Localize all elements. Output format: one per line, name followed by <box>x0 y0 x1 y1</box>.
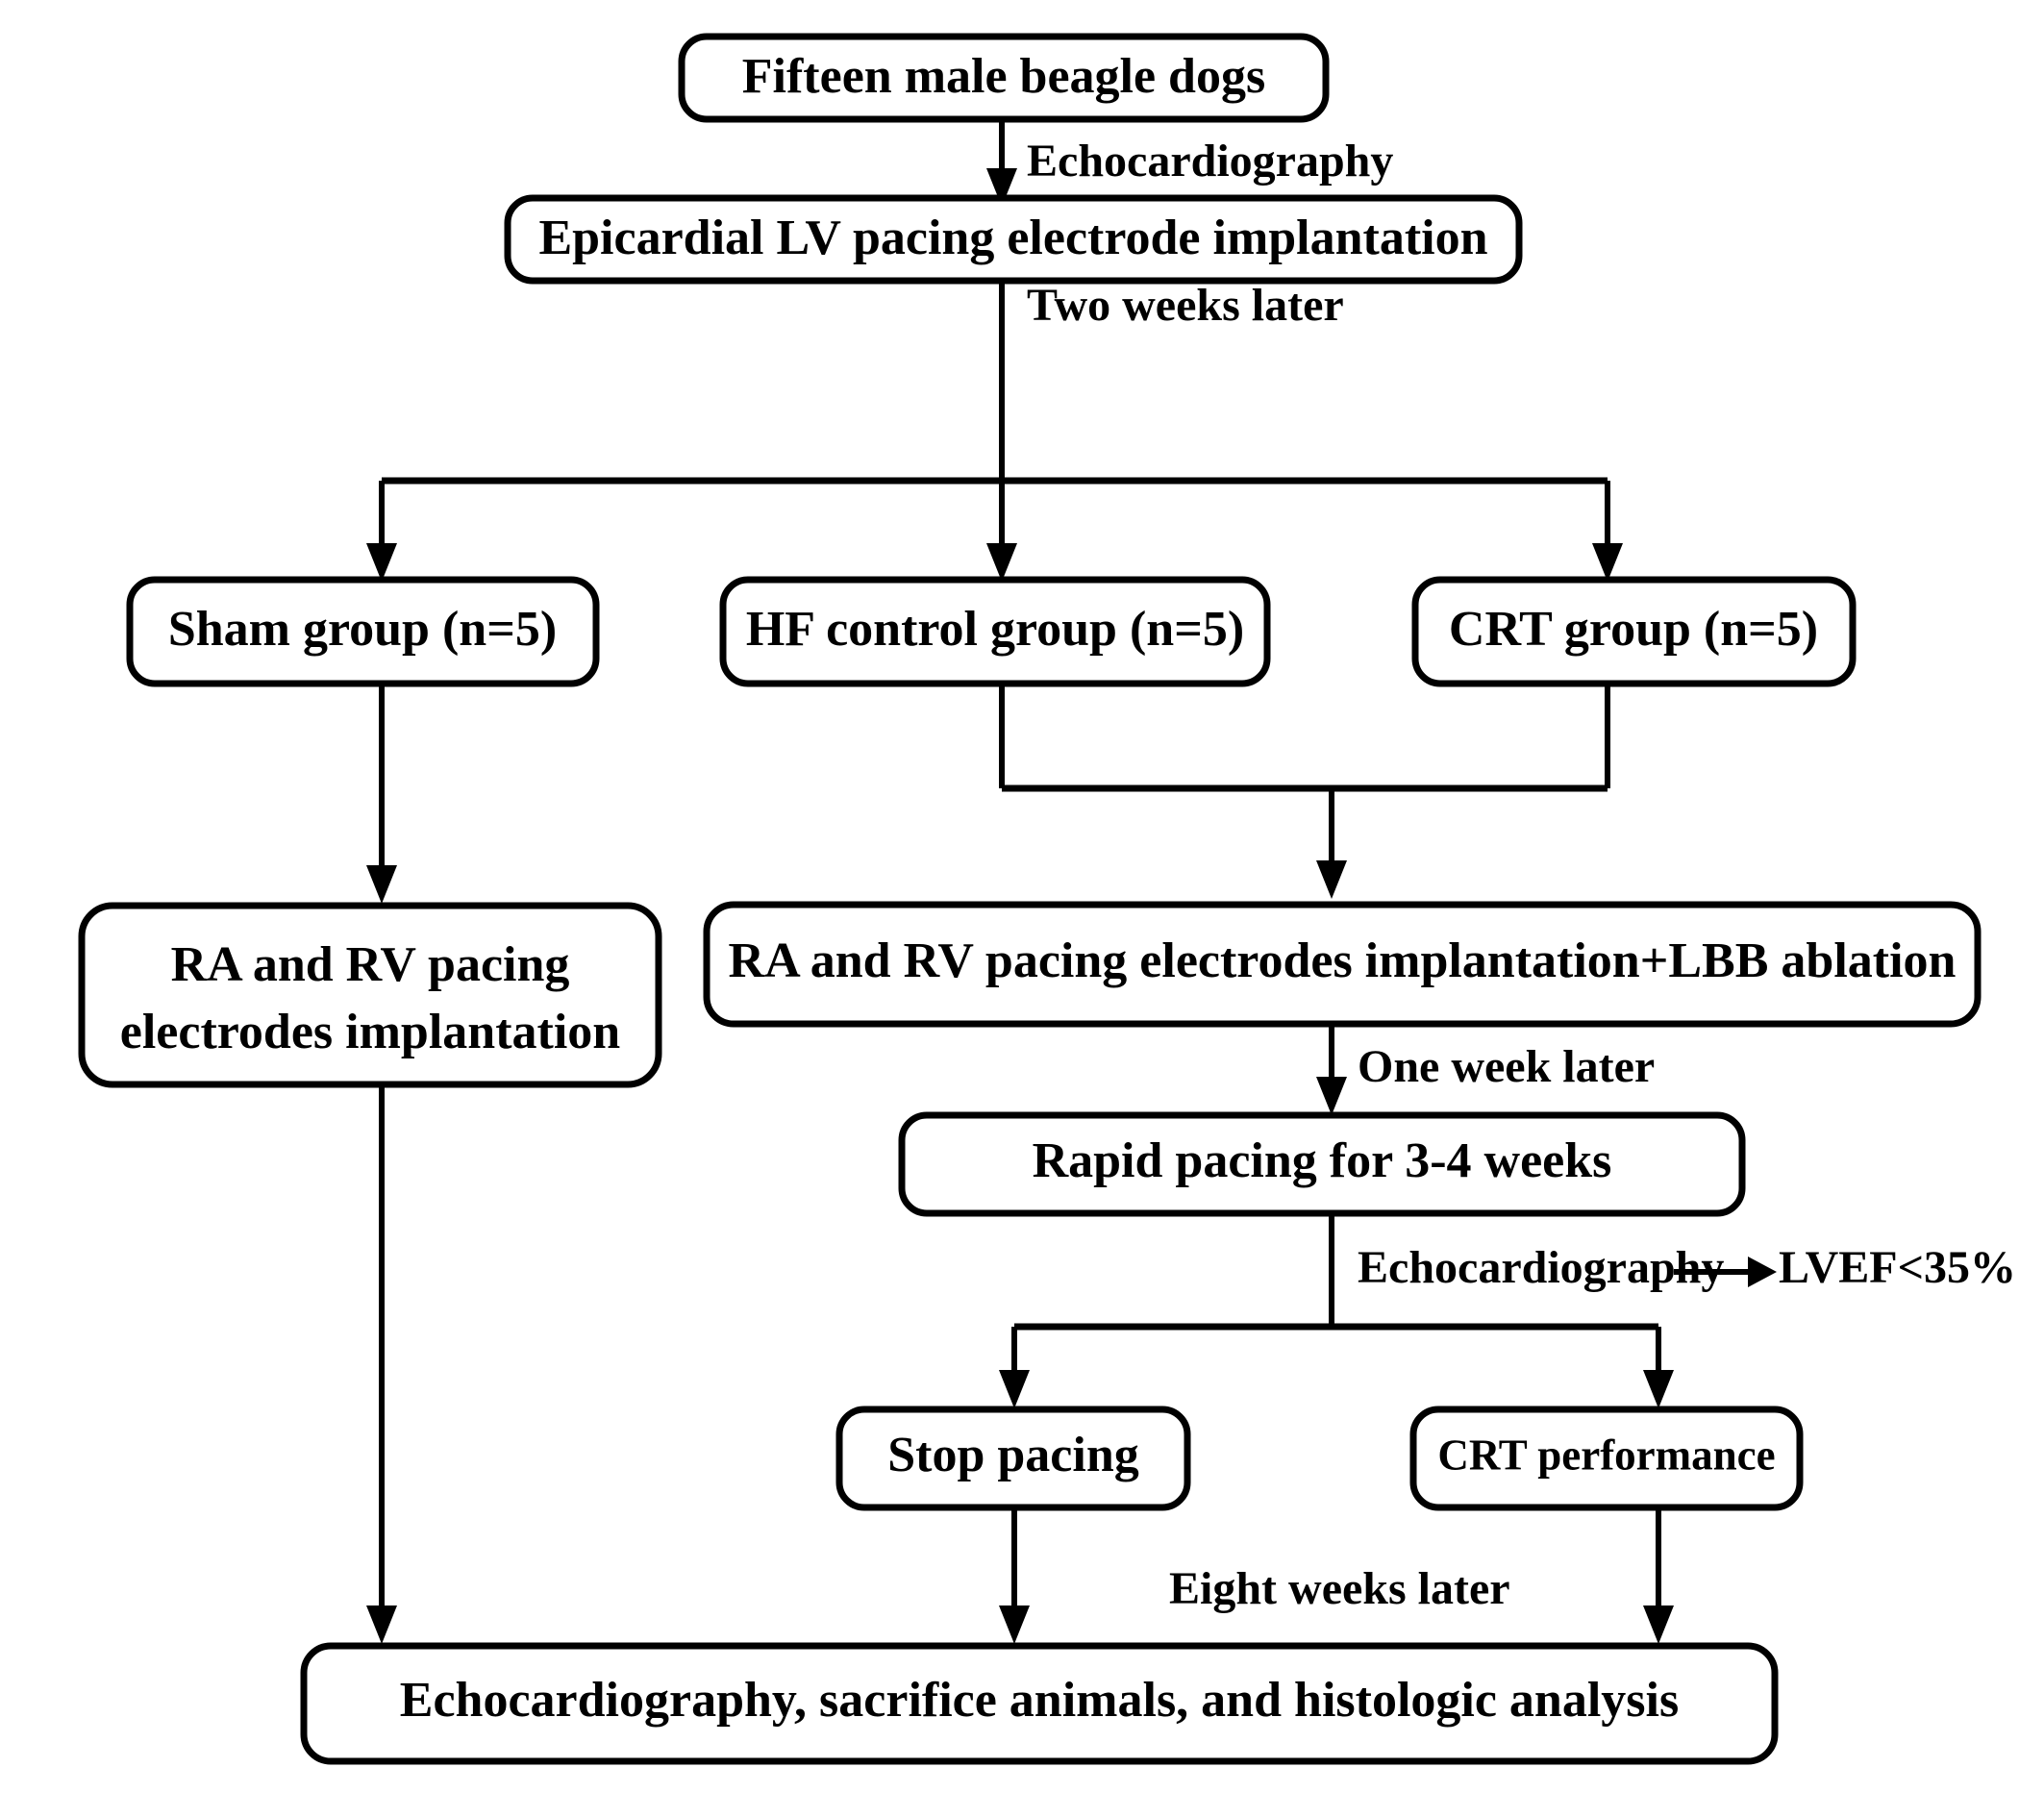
edge-label-echocardiography-1: Echocardiography <box>1027 136 1393 187</box>
node-label-rapid-pacing: Rapid pacing for 3-4 weeks <box>1033 1133 1612 1188</box>
node-label-dogs: Fifteen male beagle dogs <box>742 49 1265 104</box>
edge-label-one-week-later: One week later <box>1358 1041 1655 1092</box>
edge-crt-performance-to-final <box>1643 1507 1674 1644</box>
edge-dogs-to-lv-implant <box>986 118 1017 207</box>
node-hf-control-group[interactable]: HF control group (n=5) <box>719 576 1271 687</box>
node-ra-rv-lbb-ablation[interactable]: RA and RV pacing electrodes implantation… <box>703 901 1982 1028</box>
edge-label-echocardiography-2: Echocardiography <box>1358 1242 1724 1293</box>
edge-stop-pacing-to-final <box>999 1507 1030 1644</box>
edge-lv-implant-to-split <box>366 279 1623 582</box>
edge-rapid-pacing-to-branch <box>999 1213 1674 1408</box>
edge-lbb-to-rapid-pacing <box>1316 1024 1347 1115</box>
edge-label-two-weeks-later: Two weeks later <box>1027 280 1344 331</box>
node-stop-pacing[interactable]: Stop pacing <box>835 1406 1191 1511</box>
node-epicardial-lv-implantation[interactable]: Epicardial LV pacing electrode implantat… <box>504 194 1523 285</box>
node-label-crt-performance: CRT performance <box>1437 1431 1775 1479</box>
node-crt-group[interactable]: CRT group (n=5) <box>1411 576 1857 687</box>
inline-arrow-echo-to-lvef <box>1674 1257 1777 1287</box>
node-rapid-pacing[interactable]: Rapid pacing for 3-4 weeks <box>898 1111 1746 1217</box>
edge-label-lvef-threshold: LVEF<35% <box>1779 1242 2016 1293</box>
node-label-crt-group: CRT group (n=5) <box>1449 602 1818 657</box>
edge-label-eight-weeks-later: Eight weeks later <box>1169 1563 1510 1614</box>
node-label-hf-group: HF control group (n=5) <box>746 602 1244 657</box>
node-label-lv-implant: Epicardial LV pacing electrode implantat… <box>538 211 1487 265</box>
node-label-final: Echocardiography, sacrifice animals, and… <box>400 1673 1679 1728</box>
node-label-sham-implant-line2: electrodes implantation <box>120 1005 621 1059</box>
node-label-sham-group: Sham group (n=5) <box>168 602 557 657</box>
node-label-stop-pacing: Stop pacing <box>887 1428 1139 1482</box>
node-final-echocardiography-analysis[interactable]: Echocardiography, sacrifice animals, and… <box>300 1642 1779 1765</box>
node-crt-performance[interactable]: CRT performance <box>1409 1406 1804 1511</box>
edge-sham-implant-to-final <box>366 1084 397 1644</box>
node-sham-group[interactable]: Sham group (n=5) <box>126 576 600 687</box>
node-label-sham-implant-line1: RA and RV pacing <box>171 937 570 992</box>
node-label-ra-rv-lbb: RA and RV pacing electrodes implantation… <box>729 933 1957 988</box>
node-sham-ra-rv-implantation[interactable]: RA and RV pacing electrodes implantation <box>78 902 662 1088</box>
edge-hf-crt-merge <box>999 683 1610 899</box>
node-fifteen-beagle-dogs[interactable]: Fifteen male beagle dogs <box>678 33 1330 123</box>
edge-sham-to-implant <box>366 683 397 904</box>
